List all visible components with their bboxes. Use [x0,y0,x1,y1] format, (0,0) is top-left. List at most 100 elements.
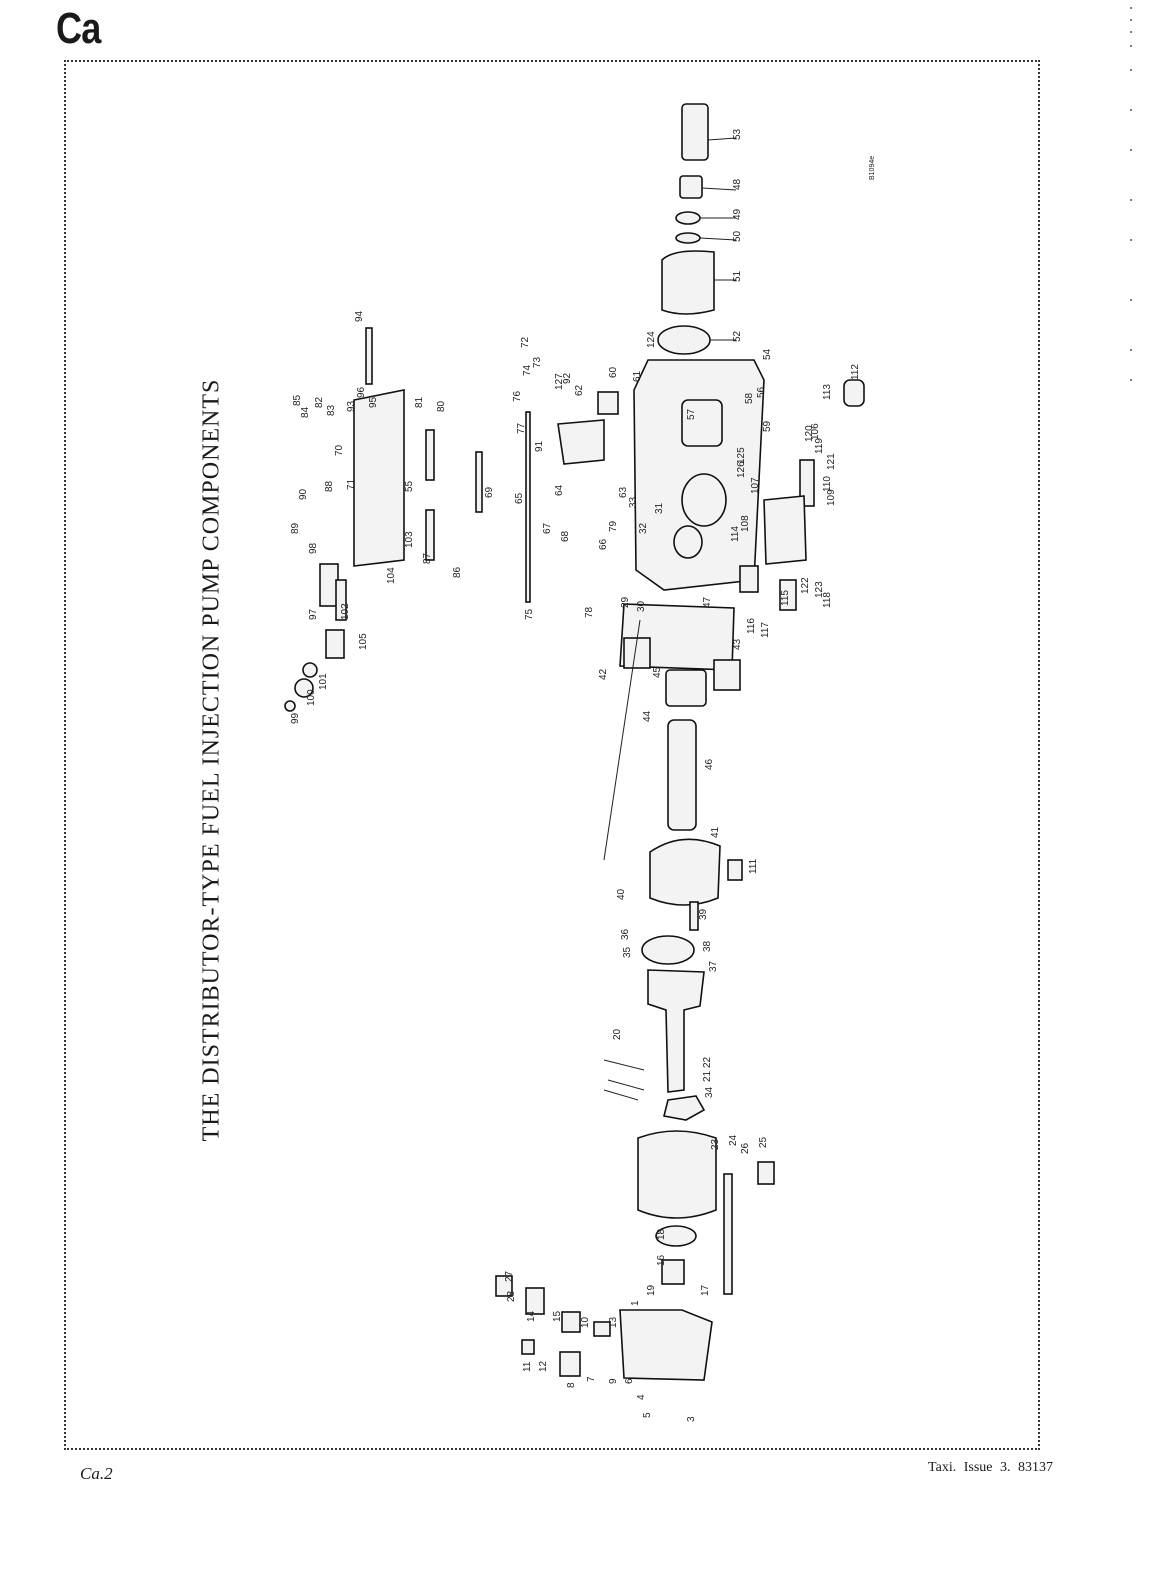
part-label-23: 23 [710,1138,721,1150]
part-label-31: 31 [654,502,665,514]
part-121-shape [799,459,815,507]
part-13-shape [593,1321,611,1337]
part-102-shape [335,579,347,621]
part-label-61: 61 [632,370,643,382]
part-label-10: 10 [580,1316,591,1328]
part-label-32: 32 [638,522,649,534]
part-label-25: 25 [758,1136,769,1148]
part-75-shape [525,411,531,603]
part-label-100: 100 [306,689,317,706]
part-label-3: 3 [686,1416,697,1422]
part-50-shape [675,232,701,244]
part-51-shape [661,250,715,315]
part-label-127: 127 [554,373,565,390]
part-label-57: 57 [686,408,697,420]
part-label-117: 117 [760,622,771,638]
part-label-20: 20 [612,1028,623,1040]
pump-body-port2-shape [673,525,703,559]
part-60-shape [597,391,619,415]
part-label-11: 11 [522,1361,533,1372]
margin-ticks [1130,7,1132,381]
part-label-9: 9 [608,1378,619,1384]
part-34-shape [663,1095,706,1121]
part-label-87: 87 [422,552,433,564]
part-label-62: 62 [574,384,585,396]
part-16-shape [661,1259,685,1285]
part-label-120: 120 [804,425,815,442]
part-23-shape [637,1130,717,1219]
part-label-110: 110 [822,476,833,492]
part-label-98: 98 [308,542,319,554]
part-label-76: 76 [512,390,523,402]
part-45-shape [665,669,707,707]
part-label-41: 41 [710,826,721,838]
part-label-47: 47 [702,596,713,608]
part-label-36: 36 [620,928,631,940]
part-label-121: 121 [826,453,837,470]
issue-info: Taxi. Issue 3. 83137 [928,1460,1053,1475]
part-55-shape [353,389,405,567]
part-label-7: 7 [586,1376,597,1382]
section-letter: Ca [56,4,101,53]
part-42b-shape [713,659,741,691]
part-label-5: 5 [642,1412,653,1418]
part-46-shape [667,719,697,831]
part-52-shape [657,325,711,355]
part-1-shape [619,1309,713,1381]
part-label-94: 94 [354,310,365,322]
part-36-shape [641,935,695,965]
part-25-shape [757,1161,775,1185]
part-label-12: 12 [538,1360,549,1372]
part-label-82: 82 [314,396,325,408]
diagram-frame [64,60,1040,1450]
part-106-shape [763,495,807,565]
part-101-shape [302,662,318,678]
part-label-48: 48 [732,178,743,190]
part-69-shape [475,451,483,513]
part-label-19: 19 [646,1284,657,1296]
part-label-104: 104 [386,567,397,584]
part-label-52: 52 [732,330,743,342]
part-label-59: 59 [762,420,773,432]
part-label-70: 70 [334,444,345,456]
part-label-29: 29 [620,596,631,608]
part-label-112: 112 [850,364,861,380]
part-label-113: 113 [822,384,833,400]
part-label-60: 60 [608,366,619,378]
part-label-119: 119 [814,438,825,454]
part-label-66: 66 [598,538,609,550]
part-label-35: 35 [622,946,633,958]
part-label-72: 72 [520,336,531,348]
part-label-54: 54 [762,348,773,360]
leader-lines [603,137,737,1101]
part-label-85: 85 [292,394,303,406]
part-label-58: 58 [744,392,755,404]
part-label-51: 51 [732,270,743,282]
part-label-89: 89 [290,522,301,534]
part-label-84: 84 [300,406,311,418]
part-label-83: 83 [326,404,337,416]
part-label-114: 114 [730,526,741,542]
part-label-33: 33 [628,496,639,508]
part-27-shape [495,1275,513,1297]
part-label-118: 118 [822,592,833,608]
part-label-8: 8 [566,1382,577,1388]
part-label-63: 63 [618,486,629,498]
part-label-123: 123 [814,581,825,598]
part-label-96: 96 [356,386,367,398]
part-label-81: 81 [414,396,425,408]
part-label-30: 30 [636,600,647,612]
part-label-71: 71 [346,478,357,490]
part-label-21: 21 [702,1070,713,1082]
part-53-shape [681,103,709,161]
part-label-38: 38 [702,940,713,952]
pump-body-port-shape [681,473,727,527]
part-label-80: 80 [436,400,447,412]
part-label-108: 108 [740,515,751,532]
part-label-15: 15 [552,1310,563,1322]
part-label-55: 55 [404,480,415,492]
part-105-shape [325,629,345,659]
part-label-18: 18 [656,1228,667,1240]
figure-code: B1094e [869,156,876,180]
